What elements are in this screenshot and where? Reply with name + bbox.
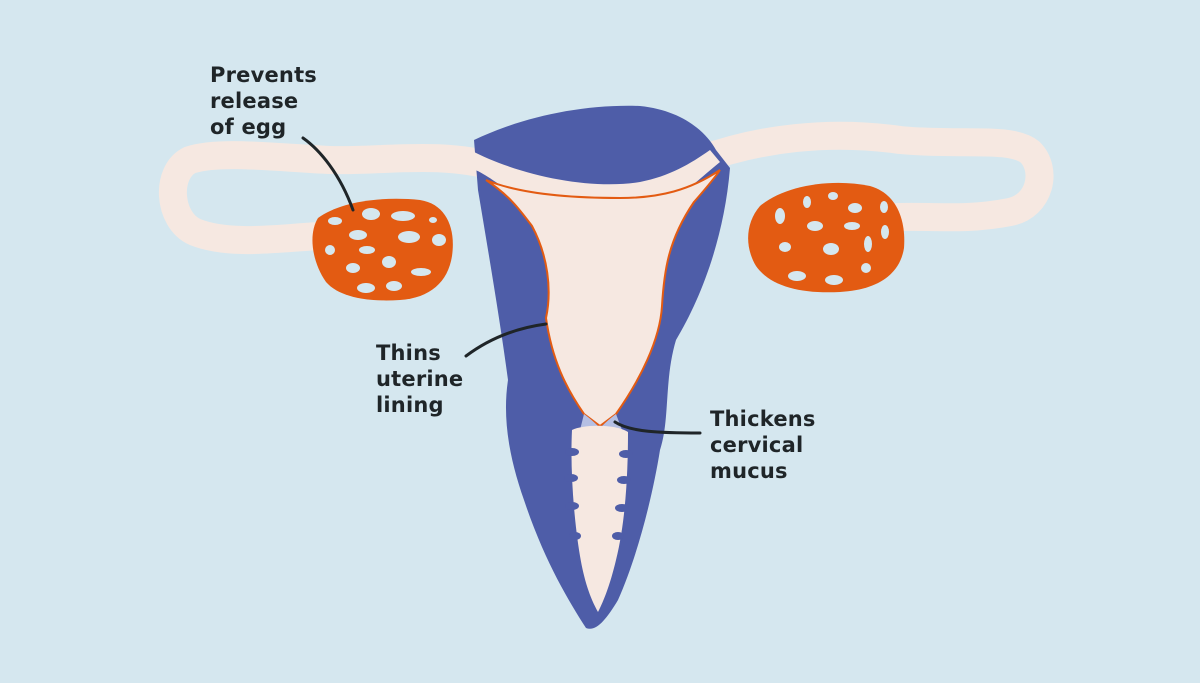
uterine-lining bbox=[485, 169, 721, 428]
ovary-left bbox=[312, 198, 453, 301]
label-thickens-cervical-mucus: Thickens cervical mucus bbox=[710, 406, 816, 484]
label-line: mucus bbox=[710, 459, 788, 483]
leader-line-lining bbox=[464, 322, 548, 358]
leader-line-ovary bbox=[301, 136, 355, 212]
label-line: Thins bbox=[376, 341, 441, 365]
label-line: of egg bbox=[210, 115, 287, 139]
label-line: Prevents bbox=[210, 63, 318, 87]
label-prevents-release-of-egg: Prevents release of egg bbox=[210, 62, 317, 140]
ovary-right bbox=[748, 182, 905, 293]
fallopian-tube-left bbox=[158, 141, 514, 255]
label-line: cervical bbox=[710, 433, 804, 457]
label-line: lining bbox=[376, 393, 444, 417]
tube-junction bbox=[470, 150, 720, 200]
fallopian-tube-right bbox=[686, 121, 1054, 232]
rugae bbox=[564, 448, 633, 540]
label-line: Thickens bbox=[710, 407, 816, 431]
leader-line-cervix bbox=[613, 420, 702, 435]
cervical-canal bbox=[571, 425, 628, 612]
label-line: release bbox=[210, 89, 299, 113]
label-thins-uterine-lining: Thins uterine lining bbox=[376, 340, 463, 418]
label-line: uterine bbox=[376, 367, 464, 391]
